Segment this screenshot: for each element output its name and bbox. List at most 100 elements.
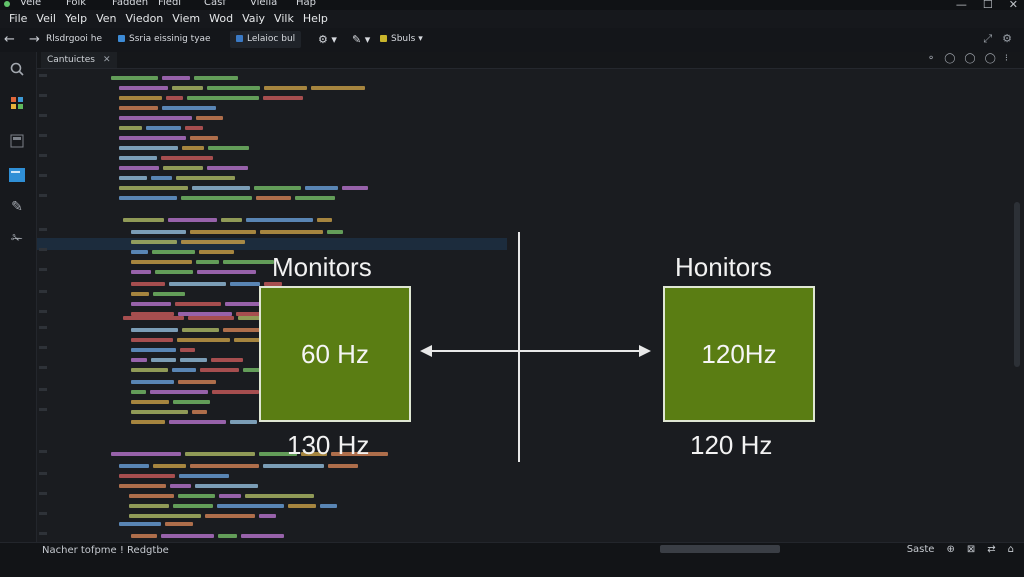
code-line [119, 184, 372, 192]
menu-file[interactable]: File [9, 12, 28, 25]
code-token [179, 473, 229, 478]
menu-view[interactable]: Veil [36, 12, 56, 25]
code-line [119, 462, 362, 470]
extensions-icon[interactable] [8, 94, 26, 112]
code-token [168, 217, 217, 222]
code-line [131, 228, 347, 236]
code-text-area[interactable] [67, 70, 487, 540]
line-number-mark [39, 326, 47, 329]
menu-help[interactable]: Help [302, 12, 328, 25]
code-token [212, 389, 259, 394]
vertical-scrollbar[interactable] [1014, 202, 1020, 367]
toolbar-tab[interactable]: Rlsdrgooi he [40, 31, 108, 48]
terminal-icon[interactable] [8, 166, 26, 184]
toolbar-tab[interactable]: Sbuls ▾ [374, 31, 429, 48]
code-token [119, 185, 188, 190]
split-icon[interactable]: ⚬ [926, 53, 936, 64]
code-token [208, 145, 249, 150]
code-token [234, 337, 288, 342]
gear-icon[interactable]: ⚙ [1002, 32, 1012, 45]
status-item[interactable]: Saste [906, 544, 935, 555]
menu-item[interactable]: Vilk [274, 12, 294, 25]
status-bar: Nacher tofpme ! Redgtbe Saste ⊕ ⊠ ⇄ ⌂ [0, 542, 1024, 577]
circle-icon[interactable]: ◯ [984, 53, 996, 64]
toolbar-tab[interactable]: Ssria eissinig tyae [112, 31, 217, 48]
menu-item[interactable]: Yelp [64, 12, 88, 25]
code-token [263, 95, 303, 100]
forward-arrow-icon[interactable]: → [29, 32, 40, 47]
title-menu-item[interactable]: Folk [66, 0, 87, 8]
minimize-button[interactable]: — [955, 0, 967, 11]
code-token [131, 399, 169, 404]
menu-item[interactable]: Wod [209, 12, 234, 25]
editor-tab[interactable]: Cantuictes✕ [41, 52, 117, 68]
code-token [119, 105, 158, 110]
code-line [131, 398, 214, 406]
code-token [211, 357, 243, 362]
line-number-mark [39, 134, 47, 137]
code-token [190, 135, 218, 140]
box-icon[interactable]: ⊠ [966, 544, 976, 555]
close-window-button[interactable]: ✕ [1008, 0, 1018, 11]
title-menu-item[interactable]: Hap [296, 0, 316, 8]
status-text[interactable]: Nacher tofpme ! Redgtbe [42, 545, 169, 556]
code-token [182, 327, 219, 332]
code-line [129, 492, 318, 500]
code-line [131, 532, 288, 540]
code-token [131, 281, 165, 286]
title-menu-item[interactable]: Fadden [112, 0, 149, 8]
code-token [259, 451, 297, 456]
code-line [119, 84, 369, 92]
toolbar-tab-active[interactable]: Lelaioc bul [230, 31, 302, 48]
title-menu-item[interactable]: Fiedl [158, 0, 182, 8]
explorer-icon[interactable] [8, 132, 26, 150]
code-token [169, 419, 226, 424]
title-menu-item[interactable]: Vele [20, 0, 42, 8]
settings-icon[interactable]: ⚙ ▾ [318, 33, 337, 46]
code-token [131, 291, 149, 296]
code-line [111, 74, 242, 82]
home-icon[interactable]: ⌂ [1007, 544, 1014, 555]
code-token [185, 451, 255, 456]
title-menu-item[interactable]: Casf [204, 0, 226, 8]
code-token [181, 239, 245, 244]
menu-item[interactable]: Vaiy [242, 12, 266, 25]
code-token [129, 503, 169, 508]
code-token [119, 125, 142, 130]
maximize-button[interactable]: ☐ [982, 0, 993, 11]
code-token [223, 259, 274, 264]
back-arrow-icon[interactable]: ← [4, 32, 15, 47]
code-token [194, 75, 238, 80]
code-token [169, 281, 226, 286]
debug-icon[interactable]: ✁ [11, 231, 23, 247]
code-token [162, 105, 216, 110]
horizontal-scrollbar[interactable] [660, 545, 780, 553]
code-token [146, 125, 181, 130]
code-line [119, 94, 307, 102]
circle-icon[interactable]: ◯ [964, 53, 976, 64]
more-icon[interactable]: ⁝ [1004, 53, 1008, 64]
sync-icon[interactable]: ⇄ [987, 544, 996, 555]
search-icon[interactable] [8, 60, 26, 78]
globe-icon[interactable]: ⊕ [946, 544, 955, 555]
code-token [131, 239, 177, 244]
code-token [254, 185, 301, 190]
code-line [119, 174, 239, 182]
title-menu-item[interactable]: Viella [250, 0, 278, 8]
menu-item[interactable]: Viem [172, 12, 201, 25]
code-line [119, 124, 207, 132]
toolbar-tab-label: Lelaioc bul [247, 34, 296, 44]
code-token [243, 367, 291, 372]
code-token [119, 483, 166, 488]
close-icon[interactable]: ✕ [102, 55, 111, 65]
code-line [131, 258, 278, 266]
code-token [263, 463, 324, 468]
line-number-mark [39, 154, 47, 157]
expand-icon[interactable]: ⤢ [983, 32, 993, 45]
circle-icon[interactable]: ◯ [944, 53, 956, 64]
menu-item[interactable]: Ven [96, 12, 117, 25]
line-number-mark [39, 472, 47, 475]
edit-icon[interactable]: ✎ [11, 199, 23, 215]
edit-icon[interactable]: ✎ ▾ [352, 33, 371, 46]
menu-item[interactable]: Viedon [125, 12, 164, 25]
